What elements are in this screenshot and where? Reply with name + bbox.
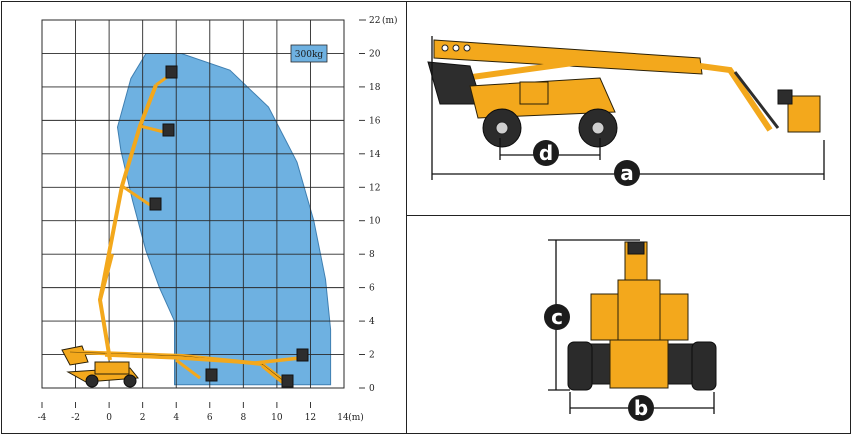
jib-arm — [699, 63, 773, 132]
x-tick-label: 10 — [271, 413, 283, 423]
rear-view-illustration: c b — [544, 239, 717, 421]
boom-lowered-reach — [175, 358, 201, 380]
x-tick-label: 6 — [207, 413, 213, 423]
platform-top — [165, 65, 178, 79]
boom-elevated-upper — [98, 84, 158, 301]
base-wheel-rear — [85, 374, 99, 388]
y-tick-label: 20 — [369, 49, 381, 59]
x-tick-label: -4 — [38, 413, 47, 423]
machine-turret — [94, 361, 130, 375]
jib-link — [733, 71, 780, 129]
boom-pivot-2 — [452, 44, 460, 52]
x-tick-label: 2 — [140, 413, 146, 423]
chart-frame — [41, 19, 345, 389]
dim-d-label: d — [539, 141, 553, 165]
rear-boom-head — [627, 241, 645, 255]
load-capacity-badge — [290, 44, 328, 63]
platform-upper — [162, 123, 175, 137]
y-tick-label: 14 — [369, 150, 381, 160]
rear-hitch — [609, 339, 669, 389]
y-tick-label: 18 — [369, 83, 381, 93]
platform-horizontal — [296, 348, 309, 362]
dim-b-badge — [628, 395, 654, 421]
x-axis-ticks: -4 -2 0 2 4 6 8 10 12 — [38, 402, 316, 423]
boom-pivot-3 — [463, 44, 471, 52]
platform-low-mid — [205, 368, 218, 382]
x-tick-label: 8 — [240, 413, 246, 423]
dim-b-label: b — [634, 396, 648, 420]
dim-a-label: a — [620, 161, 634, 185]
dim-c-badge — [544, 304, 570, 330]
y-unit-label: (m) — [382, 15, 398, 26]
y-tick-label: 0 — [369, 384, 375, 394]
y-tick-label: 4 — [369, 317, 375, 327]
y-tick-label: 8 — [369, 250, 375, 260]
boom-horizontal-position — [104, 353, 301, 365]
panel-border-bottom-right — [406, 215, 851, 434]
load-capacity-label: 300kg — [295, 50, 324, 60]
rear-tyre-left — [567, 341, 593, 391]
x-tick-label: 12 — [305, 413, 316, 423]
dim-a-badge — [614, 160, 640, 186]
rear-body-right — [655, 293, 689, 341]
boom-outreach-lower — [261, 364, 284, 385]
y-tick-label: 12 — [369, 183, 380, 193]
working-range-chart: -4 -2 0 2 4 6 8 10 12 0 2 4 6 8 10 12 14 16 18 20 14 (m) 2… — [38, 15, 398, 423]
rear-body-center — [617, 279, 661, 343]
y-end-label: 22 — [369, 16, 380, 26]
main-boom — [433, 39, 703, 75]
y-tick-label: 10 — [369, 217, 381, 227]
x-tick-label: 4 — [173, 413, 179, 423]
side-wheel-front-hub — [591, 121, 605, 135]
x-unit-label: (m) — [348, 412, 364, 423]
side-engine-box — [519, 81, 549, 105]
boom-upper-reach — [139, 124, 165, 134]
x-tick-label: 0 — [106, 413, 112, 423]
platform-mid — [149, 197, 162, 211]
side-platform-basket — [787, 95, 821, 133]
x-tick-label: -2 — [71, 413, 80, 423]
boom-mid-reach — [121, 184, 151, 207]
side-wheel-rear-hub — [495, 121, 509, 135]
x-end-label: 14 — [337, 413, 349, 423]
dim-d-badge — [533, 140, 559, 166]
y-axis-ticks: 0 2 4 6 8 10 12 14 16 18 20 — [359, 49, 381, 394]
side-view-illustration: d a — [427, 36, 825, 186]
boom-cylinder — [464, 59, 581, 81]
base-wheel-front — [123, 374, 137, 388]
side-platform-rail — [777, 89, 793, 105]
y-tick-label: 16 — [369, 116, 381, 126]
dim-c-label: c — [551, 305, 563, 329]
rear-tyre-right — [691, 341, 717, 391]
counterweight-arm — [61, 345, 89, 366]
platform-lowest — [281, 374, 294, 388]
y-tick-label: 6 — [369, 284, 375, 294]
boom-pivot-1 — [441, 44, 449, 52]
y-tick-label: 2 — [369, 351, 375, 361]
boom-positions-illustration — [61, 65, 309, 388]
